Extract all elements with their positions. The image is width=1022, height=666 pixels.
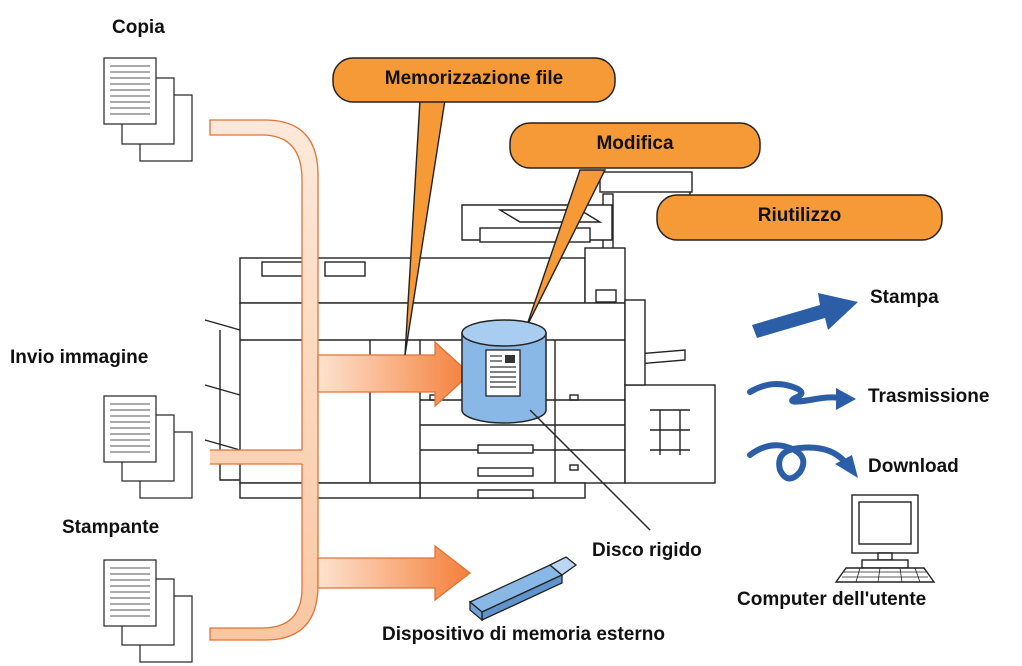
callout-pointers — [404, 99, 607, 356]
transmission-arrow-icon — [747, 381, 856, 410]
callout-edit — [509, 122, 761, 169]
callout-reuse — [656, 194, 943, 241]
label-image-send: Invio immagine — [10, 347, 149, 368]
label-print: Stampa — [870, 287, 939, 308]
usb-memory-icon — [468, 556, 578, 622]
document-stack-printer — [103, 559, 193, 663]
document-stack-copy — [103, 57, 193, 162]
print-arrow-icon — [752, 293, 858, 338]
computer-icon — [834, 494, 936, 583]
label-printer: Stampante — [62, 517, 160, 538]
callout-file-storage — [332, 57, 616, 103]
label-download: Download — [868, 456, 959, 477]
label-hard-disk: Disco rigido — [592, 540, 702, 561]
label-copy: Copia — [112, 17, 165, 38]
label-user-computer: Computer dell'utente — [737, 589, 927, 610]
label-transmission: Trasmissione — [868, 386, 990, 407]
callout-edit-label: Modifica — [596, 133, 674, 154]
callout-file-storage-label: Memorizzazione file — [384, 68, 564, 89]
callout-reuse-label: Riutilizzo — [757, 205, 842, 226]
hard-disk-leader-line — [529, 409, 651, 531]
mfp-machine — [204, 171, 716, 499]
hard-disk-icon — [461, 319, 547, 424]
download-arrow-icon — [747, 442, 858, 482]
data-flow-band — [209, 119, 472, 641]
document-stack-image-send — [103, 395, 193, 499]
label-external-memory: Dispositivo di memoria esterno — [382, 624, 665, 645]
